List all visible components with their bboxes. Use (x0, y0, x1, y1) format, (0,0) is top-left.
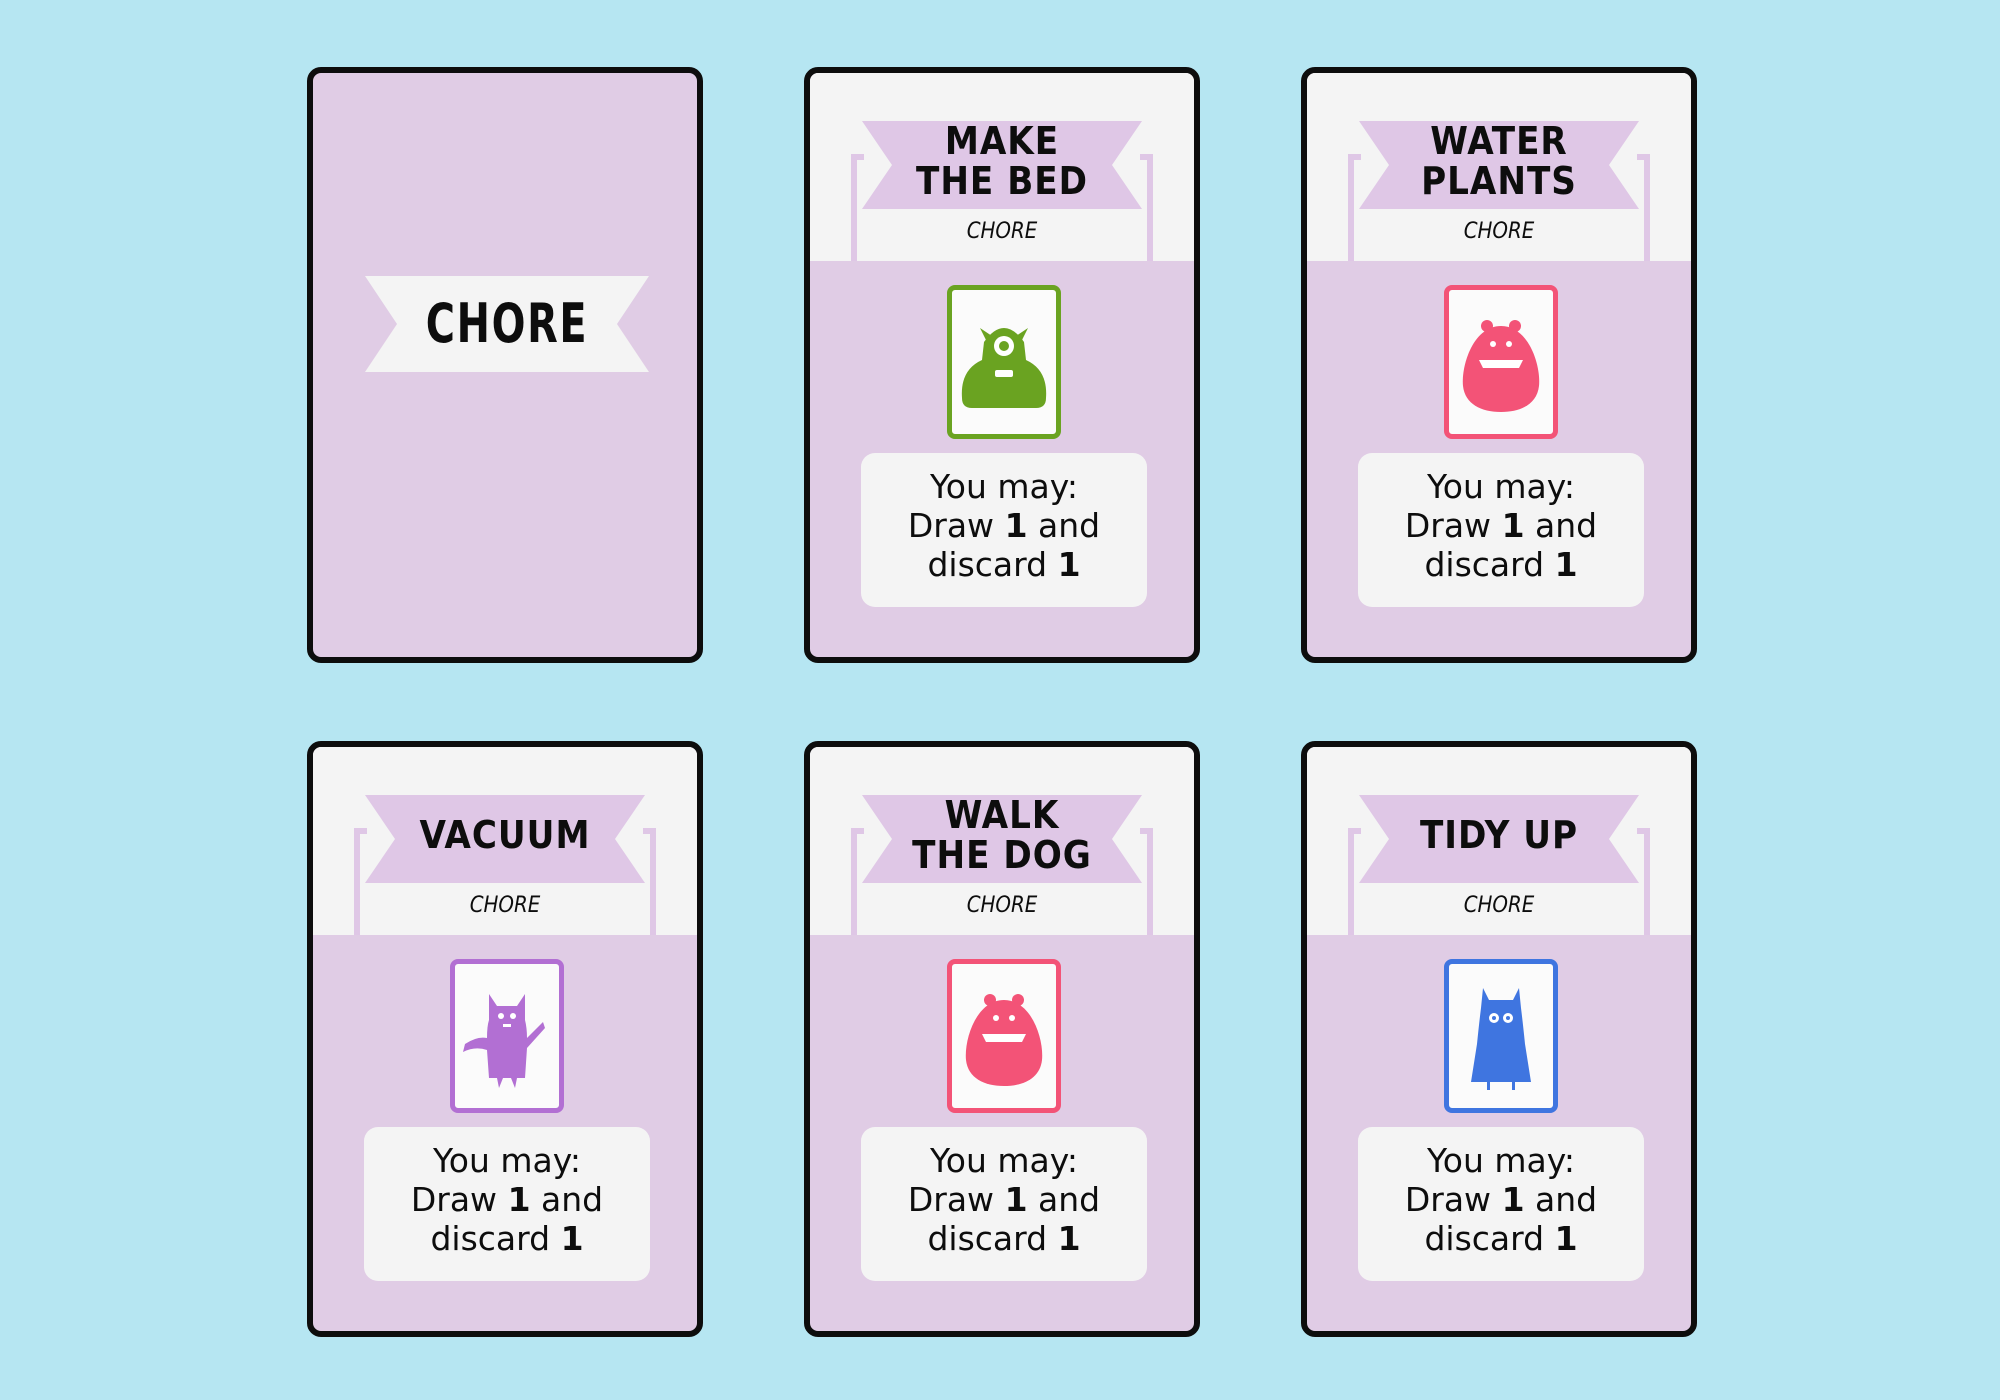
draw-count: 1 (507, 1180, 531, 1219)
card-text-box: You may: Draw 1 and discard 1 (1358, 453, 1644, 607)
discard-count: 1 (1554, 1219, 1578, 1258)
discard-count: 1 (560, 1219, 584, 1258)
card-header: VACUUM CHORE (313, 747, 697, 935)
discard-line: discard 1 (1424, 1219, 1578, 1258)
back-banner: CHORE (365, 276, 649, 372)
draw-count: 1 (1004, 506, 1028, 545)
chore-card-vacuum[interactable]: VACUUM CHORE You may: Draw 1 and discard… (307, 741, 703, 1337)
discard-line: discard 1 (927, 545, 1081, 584)
you-may-label: You may: (1427, 1141, 1575, 1180)
discard-line: discard 1 (430, 1219, 584, 1258)
chore-card-tidy-up[interactable]: TIDY UP CHORE You may: Draw 1 and discar… (1301, 741, 1697, 1337)
card-subtitle: CHORE (966, 219, 1038, 244)
draw-line: Draw 1 and (907, 1180, 1101, 1219)
card-subtitle: CHORE (469, 893, 541, 918)
purple-cat-monster-icon (463, 994, 545, 1088)
draw-line: Draw 1 and (907, 506, 1101, 545)
you-may-label: You may: (433, 1141, 581, 1180)
card-back[interactable]: CHORE (307, 67, 703, 663)
you-may-label: You may: (1427, 467, 1575, 506)
draw-count: 1 (1501, 1180, 1525, 1219)
card-title: TIDY UP (1419, 813, 1579, 857)
monster-frame (450, 959, 564, 1113)
pink-blob-monster-icon (965, 994, 1043, 1086)
monster-frame (947, 959, 1061, 1113)
discard-count: 1 (1554, 545, 1578, 584)
card-title: VACUUM (419, 813, 591, 857)
card-text-box: You may: Draw 1 and discard 1 (1358, 1127, 1644, 1281)
draw-line: Draw 1 and (1404, 1180, 1598, 1219)
card-text-box: You may: Draw 1 and discard 1 (861, 1127, 1147, 1281)
green-cyclops-monster-icon (961, 328, 1047, 408)
draw-line: Draw 1 and (1404, 506, 1598, 545)
you-may-label: You may: (930, 1141, 1078, 1180)
draw-count: 1 (1004, 1180, 1028, 1219)
discard-line: discard 1 (927, 1219, 1081, 1258)
back-card-title: CHORE (425, 292, 589, 355)
blue-ghost-monster-icon (1471, 988, 1531, 1090)
monster-frame (1444, 285, 1558, 439)
card-text-box: You may: Draw 1 and discard 1 (861, 453, 1147, 607)
draw-count: 1 (1501, 506, 1525, 545)
draw-line: Draw 1 and (410, 1180, 604, 1219)
pink-blob-monster-icon (1462, 320, 1540, 412)
you-may-label: You may: (930, 467, 1078, 506)
discard-line: discard 1 (1424, 545, 1578, 584)
card-subtitle: CHORE (1463, 219, 1535, 244)
card-subtitle: CHORE (966, 893, 1038, 918)
card-subtitle: CHORE (1463, 893, 1535, 918)
discard-count: 1 (1057, 1219, 1081, 1258)
card-text-box: You may: Draw 1 and discard 1 (364, 1127, 650, 1281)
monster-frame (947, 285, 1061, 439)
discard-count: 1 (1057, 545, 1081, 584)
card-header: TIDY UP CHORE (1307, 747, 1691, 935)
monster-frame (1444, 959, 1558, 1113)
